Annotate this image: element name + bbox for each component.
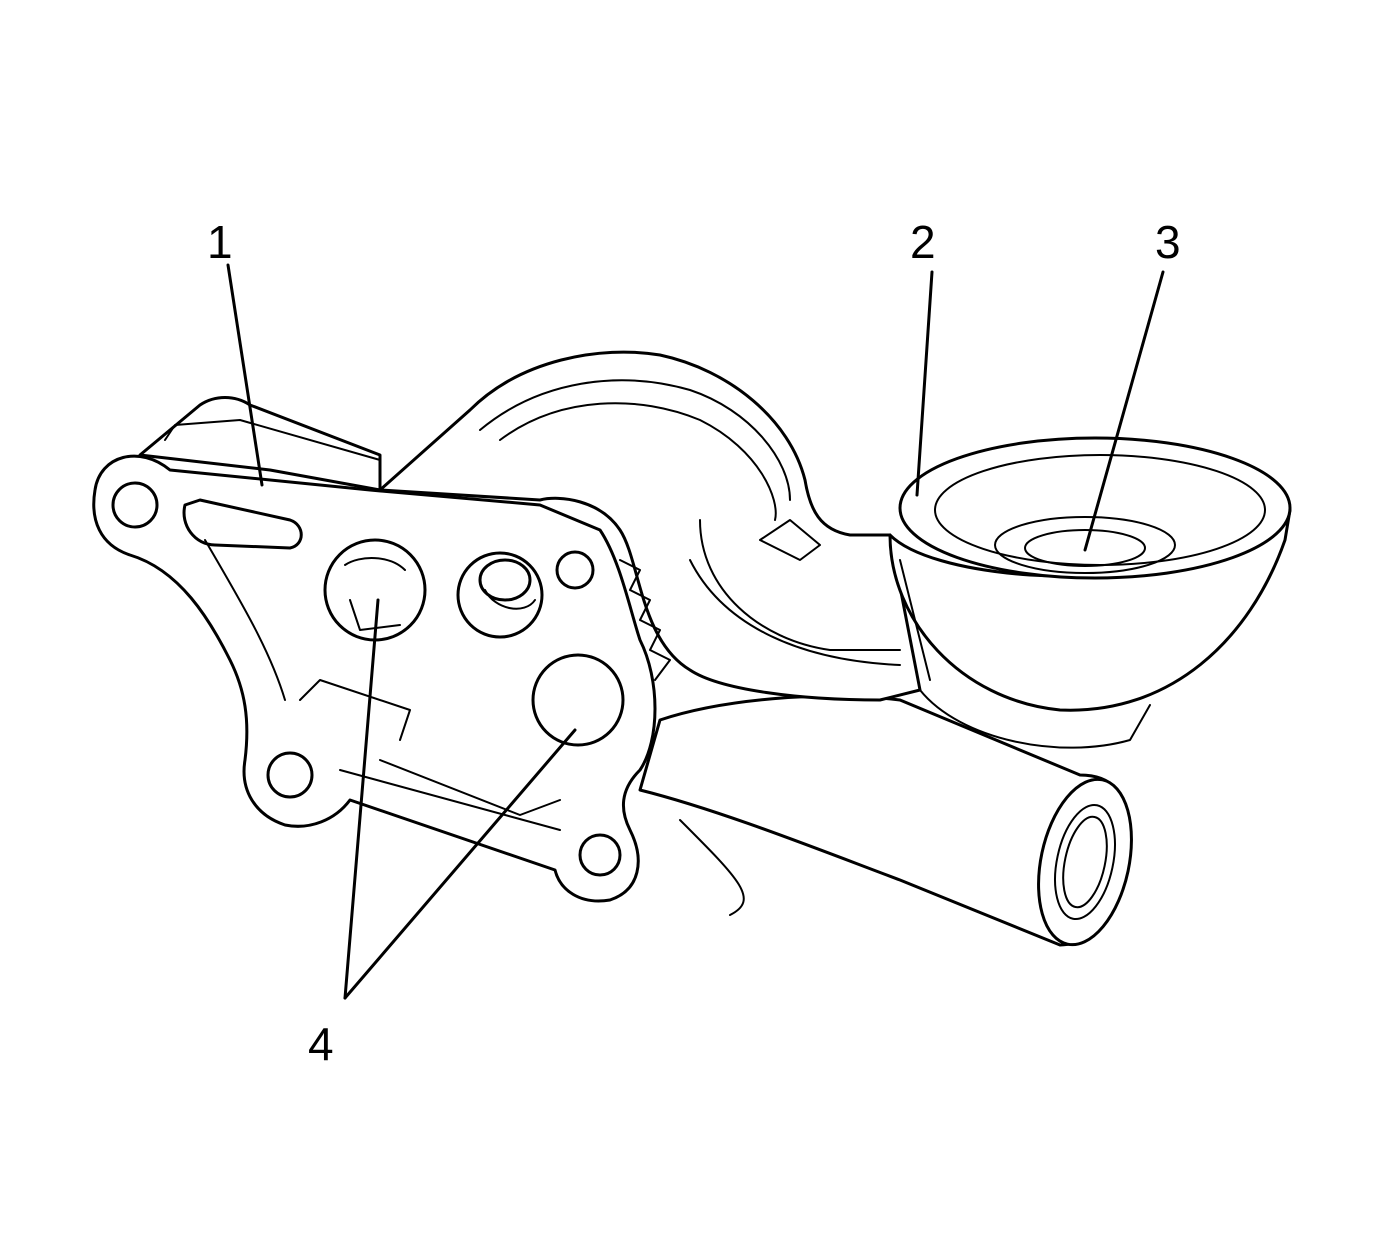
mount-hole-bottom-left [266,751,314,799]
pump-body-arm [378,350,922,702]
callout-labels: 1 2 3 4 [207,216,1181,1070]
leader-line-3 [1083,270,1165,552]
leader-line-2 [915,270,934,497]
mounting-flange [92,396,671,903]
callout-1: 1 [207,216,233,268]
callout-2: 2 [910,216,936,268]
port-lower [531,653,625,747]
leader-lines [226,263,1165,1000]
mount-hole-bottom-right [578,833,622,877]
callout-4: 4 [308,1018,334,1070]
outlet-tube [638,694,1133,947]
mount-hole-upper-right [555,550,595,590]
leader-line-4b [343,728,577,1000]
callout-3: 3 [1155,216,1181,268]
leader-line-1 [226,263,264,487]
pickup-screen-bowl [888,436,1292,749]
mount-hole-left [111,481,159,529]
leader-line-4a [343,598,380,1000]
